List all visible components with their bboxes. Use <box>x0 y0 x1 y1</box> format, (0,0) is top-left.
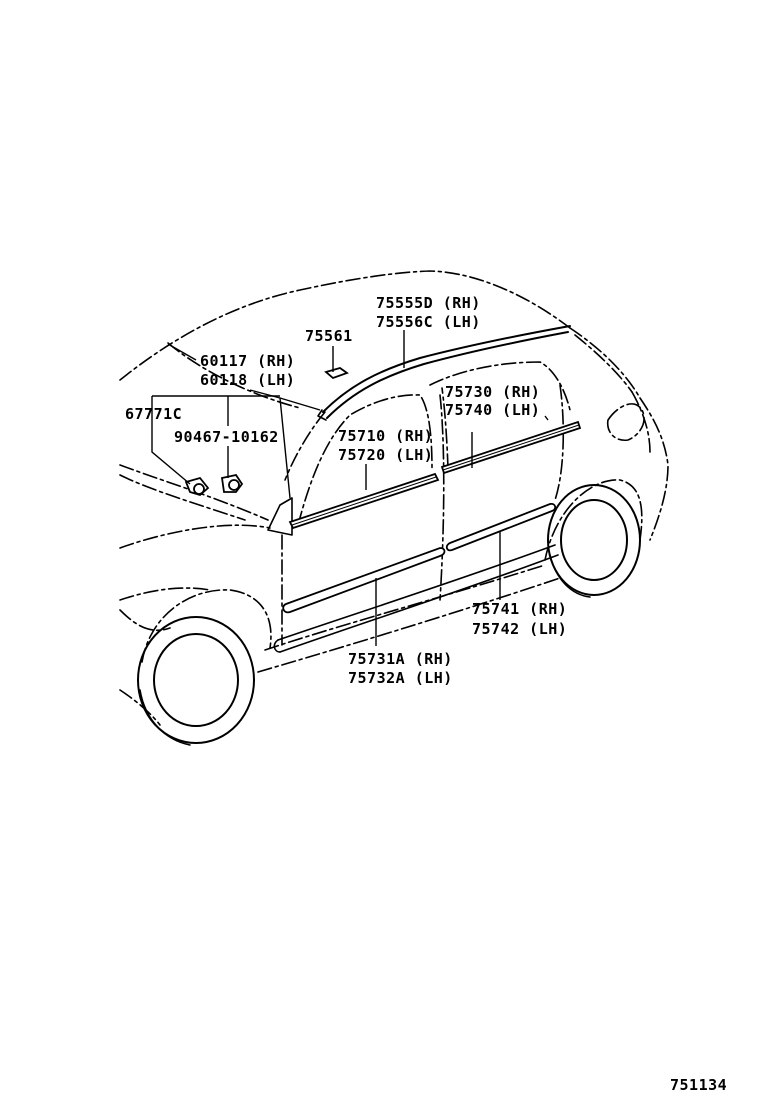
front-wheel <box>137 616 255 746</box>
rear-door-belt-moulding <box>440 420 582 475</box>
label-67771c: 67771C <box>125 405 182 423</box>
screw-90467 <box>220 473 244 493</box>
clip-75561 <box>324 367 349 380</box>
front-door-belt-moulding <box>288 472 440 530</box>
label-75720: 75720 (LH) <box>338 446 433 464</box>
rocker-panel-moulding <box>273 544 559 653</box>
label-75555d: 75555D (RH) <box>376 294 481 312</box>
label-60117: 60117 (RH) <box>200 352 295 370</box>
label-90467: 90467-10162 <box>174 428 279 446</box>
label-75730: 75730 (RH) <box>445 383 540 401</box>
front-door-side-moulding <box>282 547 446 614</box>
label-75741: 75741 (RH) <box>472 600 567 618</box>
rear-door-side-moulding <box>445 503 557 552</box>
part-labels: 75555D (RH) 75556C (LH) 75561 60117 (RH)… <box>125 294 727 1094</box>
figure-number: 751134 <box>670 1076 727 1094</box>
label-75556c: 75556C (LH) <box>376 313 481 331</box>
leader-lines <box>151 330 549 646</box>
label-75561: 75561 <box>305 327 353 345</box>
label-75731a: 75731A (RH) <box>348 650 453 668</box>
label-75742: 75742 (LH) <box>472 620 567 638</box>
rear-wheel <box>547 484 641 598</box>
label-75732a: 75732A (LH) <box>348 669 453 687</box>
label-75710: 75710 (RH) <box>338 427 433 445</box>
roof-drip-moulding <box>317 325 571 421</box>
clip-67771c <box>184 476 210 497</box>
label-75740: 75740 (LH) <box>445 401 540 419</box>
label-60118: 60118 (LH) <box>200 371 295 389</box>
